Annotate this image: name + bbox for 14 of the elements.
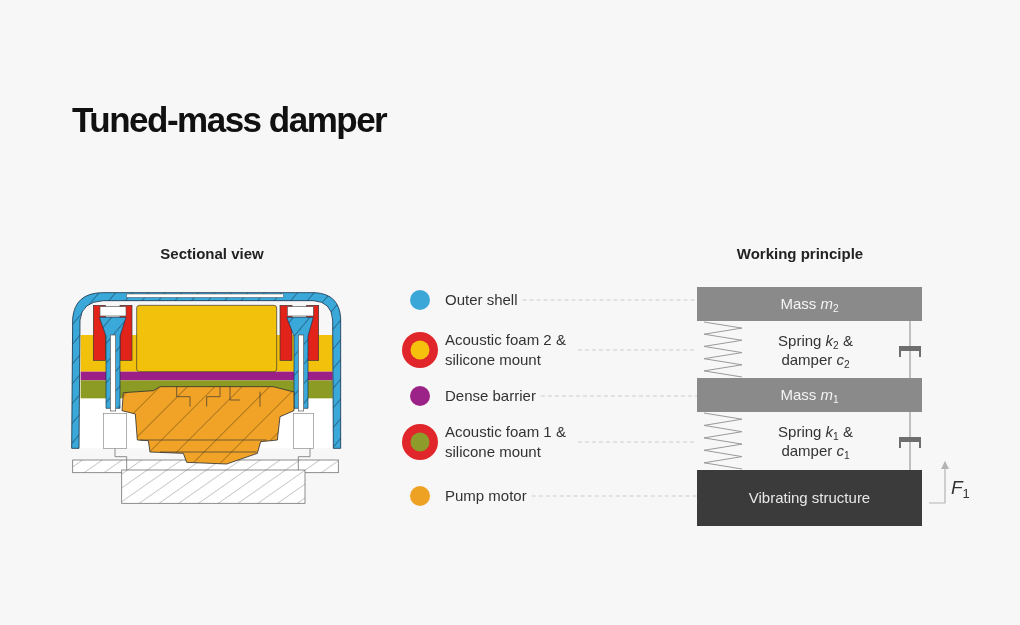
section-heading: Sectional view — [160, 245, 264, 263]
spring-damper-label: Spring k$_{1}$ & damper c$_{1}$ — [777, 422, 854, 460]
spring-damper-label: Spring k$_{2}$ & damper c$_{2}$ — [777, 330, 854, 369]
title: Tuned-mass damper — [72, 99, 387, 141]
force-label: F$_{1}$ — [951, 477, 970, 499]
component-label: Acoustic foam 1 & silicone mount — [445, 422, 573, 462]
vibrating-structure-block: Vibrating structure — [697, 470, 922, 526]
section-heading: Working principle — [736, 245, 864, 263]
component-label: Pump motor — [445, 487, 527, 505]
component-label: Dense barrier — [445, 387, 536, 405]
component-label: Outer shell — [445, 291, 518, 309]
mass-block: Mass m$_{1}$ — [697, 378, 922, 412]
component-label: Acoustic foam 2 & silicone mount — [445, 330, 573, 370]
mass-block: Mass m$_{2}$ — [697, 287, 922, 321]
